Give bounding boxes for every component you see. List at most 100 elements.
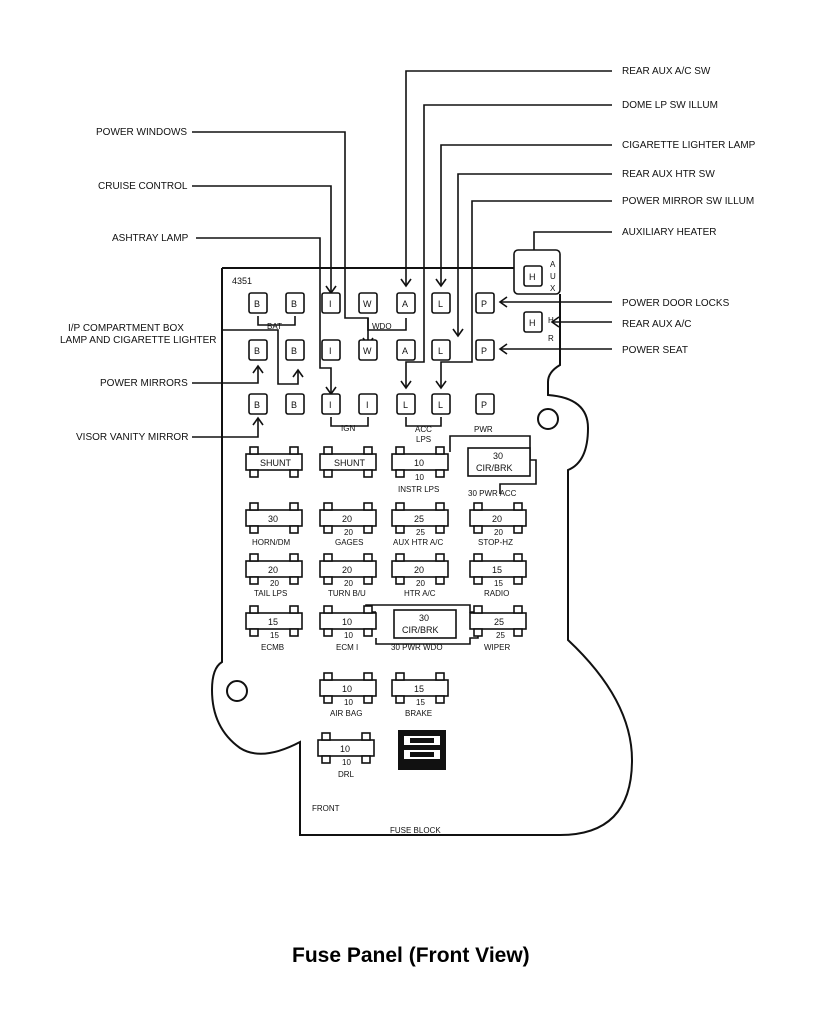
fuse-stop-hz: 20 20 STOP-HZ: [469, 502, 527, 547]
label-power-mirror-sw-illum: POWER MIRROR SW ILLUM: [622, 196, 754, 207]
svg-text:10: 10: [344, 698, 353, 707]
svg-text:B: B: [291, 346, 297, 356]
svg-text:A: A: [402, 346, 408, 356]
connector-i-3: [321, 393, 341, 415]
svg-text:SHUNT: SHUNT: [334, 458, 366, 468]
connector-l-3: [396, 393, 416, 415]
mounting-hole-left: [226, 680, 248, 702]
svg-text:25: 25: [496, 631, 505, 640]
label-power-mirrors: POWER MIRRORS: [100, 378, 188, 389]
connector-b-4: [285, 339, 305, 361]
label-dome-lp-sw-illum: DOME LP SW ILLUM: [622, 100, 718, 111]
svg-text:15: 15: [492, 565, 502, 575]
svg-text:10: 10: [415, 473, 424, 482]
connector-i-4: [358, 393, 378, 415]
svg-text:I: I: [329, 299, 332, 309]
fuse-brake: 15 15 BRAKE: [391, 672, 449, 718]
svg-text:H: H: [529, 272, 536, 282]
svg-text:20: 20: [342, 514, 352, 524]
svg-text:15: 15: [416, 698, 425, 707]
connector-p-1: [475, 292, 495, 314]
svg-text:L: L: [403, 400, 408, 410]
group-ign: IGN: [341, 424, 355, 433]
connector-i-1: [321, 292, 341, 314]
svg-text:W: W: [363, 346, 372, 356]
svg-text:U: U: [550, 272, 556, 281]
fuse-tail-lps: 20 20 TAIL LPS: [245, 553, 303, 598]
connector-b-5: [248, 393, 268, 415]
svg-text:P: P: [481, 400, 487, 410]
fuse-shunt-2: SHUNT: [319, 446, 377, 478]
svg-text:20: 20: [494, 528, 503, 537]
circuit-breaker-1-outline: [449, 435, 537, 494]
connector-l-2: [431, 339, 451, 361]
svg-text:SHUNT: SHUNT: [260, 458, 292, 468]
svg-text:20: 20: [270, 579, 279, 588]
fuse-turn-bu: 20 20 TURN B/U: [319, 553, 377, 598]
svg-text:15: 15: [494, 579, 503, 588]
svg-text:AIR BAG: AIR BAG: [330, 709, 362, 718]
svg-text:HTR A/C: HTR A/C: [404, 589, 436, 598]
fuse-drl: 10 10 DRL: [317, 732, 375, 779]
svg-text:RADIO: RADIO: [484, 589, 509, 598]
connector-w-2: [358, 339, 378, 361]
group-lps: LPS: [416, 435, 431, 444]
fuse-gages: 20 20 GAGES: [319, 502, 377, 547]
svg-text:I: I: [329, 400, 332, 410]
svg-text:STOP-HZ: STOP-HZ: [478, 538, 513, 547]
svg-text:P: P: [481, 346, 487, 356]
svg-text:B: B: [291, 299, 297, 309]
svg-text:25: 25: [416, 528, 425, 537]
svg-text:15: 15: [268, 617, 278, 627]
diagnostic-connector: [398, 730, 446, 770]
connector-w-1: [358, 292, 378, 314]
svg-text:20: 20: [268, 565, 278, 575]
mounting-hole-right: [537, 408, 559, 430]
fuse-block-outline: [210, 267, 634, 836]
svg-text:20: 20: [414, 565, 424, 575]
fuse-radio: 15 15 RADIO: [469, 553, 527, 598]
svg-text:HORN/DM: HORN/DM: [252, 538, 291, 547]
svg-text:TURN B/U: TURN B/U: [328, 589, 366, 598]
svg-text:W: W: [363, 299, 372, 309]
svg-text:B: B: [254, 346, 260, 356]
svg-text:GAGES: GAGES: [335, 538, 363, 547]
svg-text:10: 10: [344, 631, 353, 640]
group-wdo: WDO: [372, 322, 392, 331]
connector-l-1: [431, 292, 451, 314]
svg-text:I: I: [366, 400, 369, 410]
svg-text:L: L: [438, 346, 443, 356]
svg-text:L: L: [438, 400, 443, 410]
svg-text:15: 15: [414, 684, 424, 694]
fuse-air-bag: 10 10 AIR BAG: [319, 672, 377, 718]
fuse-ecmb: 15 15 ECMB: [245, 605, 303, 652]
svg-text:A: A: [550, 260, 556, 269]
label-cruise-control: CRUISE CONTROL: [98, 181, 188, 192]
label-front: FRONT: [312, 804, 340, 813]
svg-text:20: 20: [416, 579, 425, 588]
svg-text:20: 20: [342, 565, 352, 575]
svg-text:B: B: [254, 299, 260, 309]
svg-text:INSTR LPS: INSTR LPS: [398, 485, 439, 494]
label-cigarette-lighter-lamp: CIGARETTE LIGHTER LAMP: [622, 140, 756, 151]
connector-b-1: [248, 292, 268, 314]
svg-text:TAIL LPS: TAIL LPS: [254, 589, 287, 598]
label-power-windows: POWER WINDOWS: [96, 127, 187, 138]
fuse-ecm-i: 10 10 ECM I: [319, 605, 377, 652]
connector-b-6: [285, 393, 305, 415]
fuse-shunt-1: SHUNT: [245, 446, 303, 478]
svg-text:B: B: [291, 400, 297, 410]
fuse-instr-lps: 10 10 INSTR LPS: [391, 446, 449, 494]
connector-h-rear: [523, 311, 543, 333]
group-bat: BAT: [267, 322, 282, 331]
svg-text:DRL: DRL: [338, 770, 355, 779]
svg-text:ECMB: ECMB: [261, 643, 284, 652]
svg-text:CIR/BRK: CIR/BRK: [476, 463, 513, 473]
label-fuse-block: FUSE BLOCK: [390, 826, 441, 835]
svg-text:R: R: [548, 334, 554, 343]
label-power-seat: POWER SEAT: [622, 345, 688, 356]
connector-a-2: [396, 339, 416, 361]
group-acc: ACC: [415, 425, 432, 434]
svg-text:30 PWR ACC: 30 PWR ACC: [468, 489, 517, 498]
